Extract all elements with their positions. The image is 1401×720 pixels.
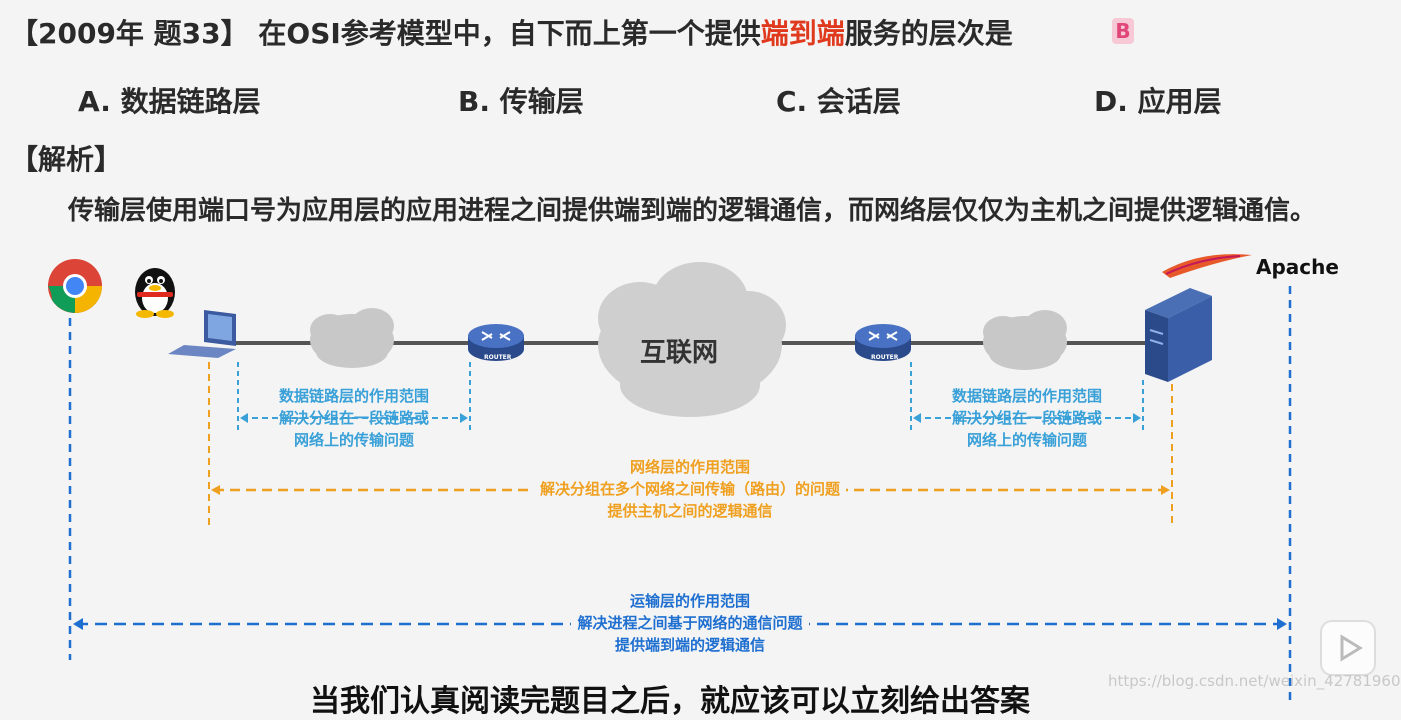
network-range xyxy=(208,362,1173,528)
network-diagram xyxy=(48,254,1292,700)
datalink-right-labels: 数据链路层的作用范围 解决分组在一段链路或 网络上的传输问题 xyxy=(927,385,1127,451)
datalink-left-line2: 解决分组在一段链路或 xyxy=(278,409,429,427)
laptop-icon xyxy=(168,310,236,358)
datalink-right-range xyxy=(910,362,1144,430)
server-icon xyxy=(1145,288,1212,382)
question-highlight: 端到端 xyxy=(760,17,845,50)
datalink-left-line3: 网络上的传输问题 xyxy=(293,431,414,449)
video-subtitle: 当我们认真阅读完题目之后，就应该可以立刻给出答案 xyxy=(310,684,1030,719)
left-cloud xyxy=(310,308,394,368)
router-right-label: ROUTER xyxy=(871,354,899,361)
right-cloud xyxy=(983,310,1067,370)
question-prefix: 【2009年 题33】 在OSI参考模型中，自下而上第一个提供 xyxy=(10,17,761,50)
question-title: 【2009年 题33】 在OSI参考模型中，自下而上第一个提供端到端服务的层次是 xyxy=(10,12,1013,52)
option-c: C. 会话层 xyxy=(776,85,901,118)
csdn-watermark: https://blog.csdn.net/weixin_42781960 xyxy=(1108,672,1401,690)
router-left-icon xyxy=(468,324,524,361)
datalink-right-line2: 解决分组在一段链路或 xyxy=(951,409,1102,427)
router-left-label: ROUTER xyxy=(484,354,512,361)
answer-badge: B xyxy=(1112,18,1134,44)
apache-label: Apache xyxy=(1256,255,1339,279)
network-line1: 网络层的作用范围 xyxy=(629,458,750,476)
internet-label: 互联网 xyxy=(640,338,719,368)
internet-cloud xyxy=(598,262,786,417)
network-labels: 网络层的作用范围 解决分组在多个网络之间传输（路由）的问题 提供主机之间的逻辑通… xyxy=(490,456,890,522)
question-suffix: 服务的层次是 xyxy=(844,17,1013,50)
option-a: A. 数据链路层 xyxy=(78,85,261,118)
datalink-right-line1: 数据链路层的作用范围 xyxy=(951,387,1102,405)
transport-range xyxy=(68,286,1292,700)
datalink-right-line3: 网络上的传输问题 xyxy=(966,431,1087,449)
qq-penguin-icon xyxy=(135,268,175,318)
transport-line2: 解决进程之间基于网络的通信问题 xyxy=(571,612,809,634)
option-b: B. 传输层 xyxy=(458,85,584,118)
play-icon xyxy=(1340,634,1363,662)
network-line3: 提供主机之间的逻辑通信 xyxy=(607,502,773,520)
analysis-text: 传输层使用端口号为应用层的应用进程之间提供端到端的逻辑通信，而网络层仅仅为主机之… xyxy=(68,196,1317,226)
video-play-button[interactable] xyxy=(1320,620,1376,676)
analysis-heading: 【解析】 xyxy=(10,143,123,176)
transport-labels: 运输层的作用范围 解决进程之间基于网络的通信问题 提供端到端的逻辑通信 xyxy=(540,590,840,656)
apache-feather-icon xyxy=(1162,254,1252,278)
datalink-left-range xyxy=(237,362,471,430)
datalink-left-labels: 数据链路层的作用范围 解决分组在一段链路或 网络上的传输问题 xyxy=(254,385,454,451)
option-d: D. 应用层 xyxy=(1094,85,1222,118)
network-line2: 解决分组在多个网络之间传输（路由）的问题 xyxy=(533,478,846,500)
router-right-icon xyxy=(855,324,911,361)
chrome-icon xyxy=(48,259,102,313)
datalink-left-line1: 数据链路层的作用范围 xyxy=(278,387,429,405)
transport-line3: 提供端到端的逻辑通信 xyxy=(614,636,765,654)
transport-line1: 运输层的作用范围 xyxy=(629,592,750,610)
